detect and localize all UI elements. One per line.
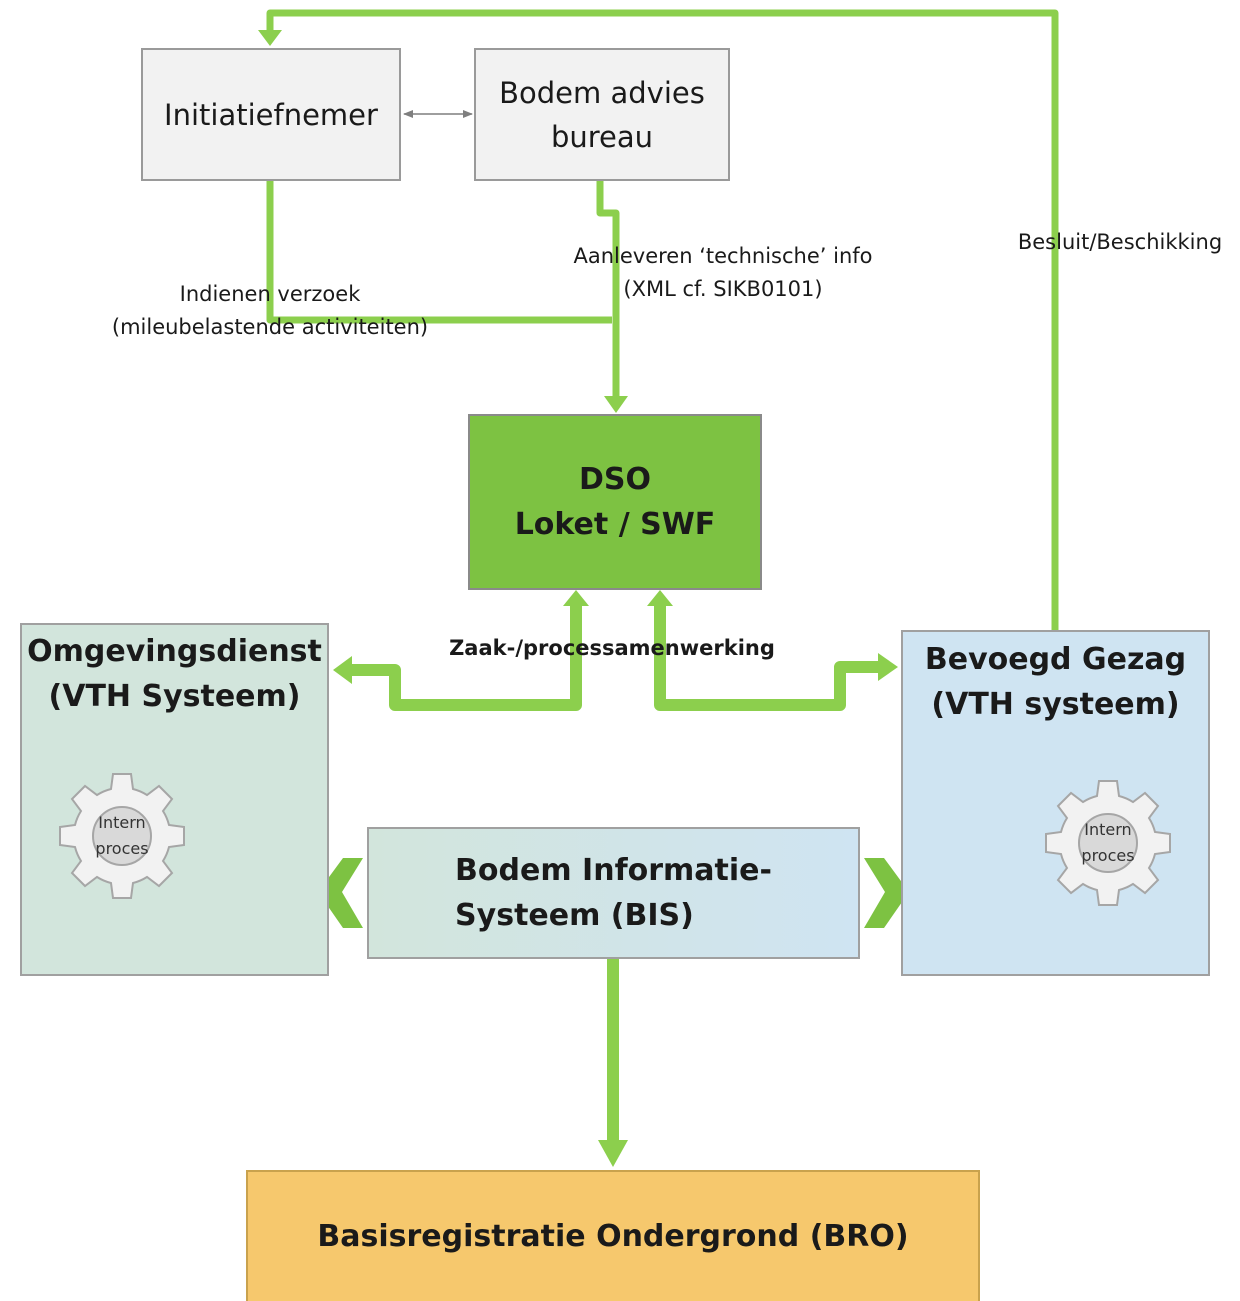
bodem-advies-label: Bodem advies bureau [499, 75, 705, 154]
indienen-label: Indienen verzoek (mileubelastende activi… [111, 282, 429, 339]
dso-box: DSO Loket / SWF [468, 414, 762, 590]
aanleveren-label: Aanleveren ‘technische’ info (XML cf. SI… [573, 244, 873, 301]
besluit-label: Besluit/Beschikking [1017, 230, 1223, 254]
bodem-advies-box: Bodem advies bureau [474, 48, 730, 181]
bro-box: Basisregistratie Ondergrond (BRO) [246, 1170, 980, 1301]
indienen-connector [266, 180, 612, 324]
zaak-label: Zaak-/processamenwerking [449, 636, 775, 660]
bis-box: Bodem Informatie- Systeem (BIS) [367, 827, 860, 959]
gear-icon [1045, 780, 1171, 906]
zaak-connector-right [647, 590, 898, 711]
chevron-right-icon [864, 858, 909, 928]
bis-label: Bodem Informatie- Systeem (BIS) [455, 853, 772, 933]
omgevingsdienst-label: Omgevingsdienst (VTH Systeem) [27, 634, 322, 714]
omgevingsdienst-box: Omgevingsdienst (VTH Systeem) [20, 623, 329, 976]
zaak-connector-left [333, 590, 589, 711]
initiatiefnemer-box: Initiatiefnemer [141, 48, 401, 181]
bis-bro-connector [598, 958, 628, 1167]
gear-label-left: Intern proces [95, 813, 149, 858]
bro-label: Basisregistratie Ondergrond (BRO) [317, 1219, 909, 1254]
chevron-left-icon [318, 858, 363, 928]
bevoegd-gezag-label: Bevoegd Gezag (VTH systeem) [924, 642, 1187, 722]
gear-label-right: Intern proces [1081, 820, 1135, 865]
besluit-connector [258, 9, 1059, 632]
initiatiefnemer-label: Initiatiefnemer [164, 97, 378, 132]
gear-icon [59, 773, 185, 899]
dso-label: DSO Loket / SWF [514, 462, 716, 542]
bevoegd-gezag-box: Bevoegd Gezag (VTH systeem) [901, 630, 1210, 976]
aanleveren-connector [596, 180, 628, 413]
